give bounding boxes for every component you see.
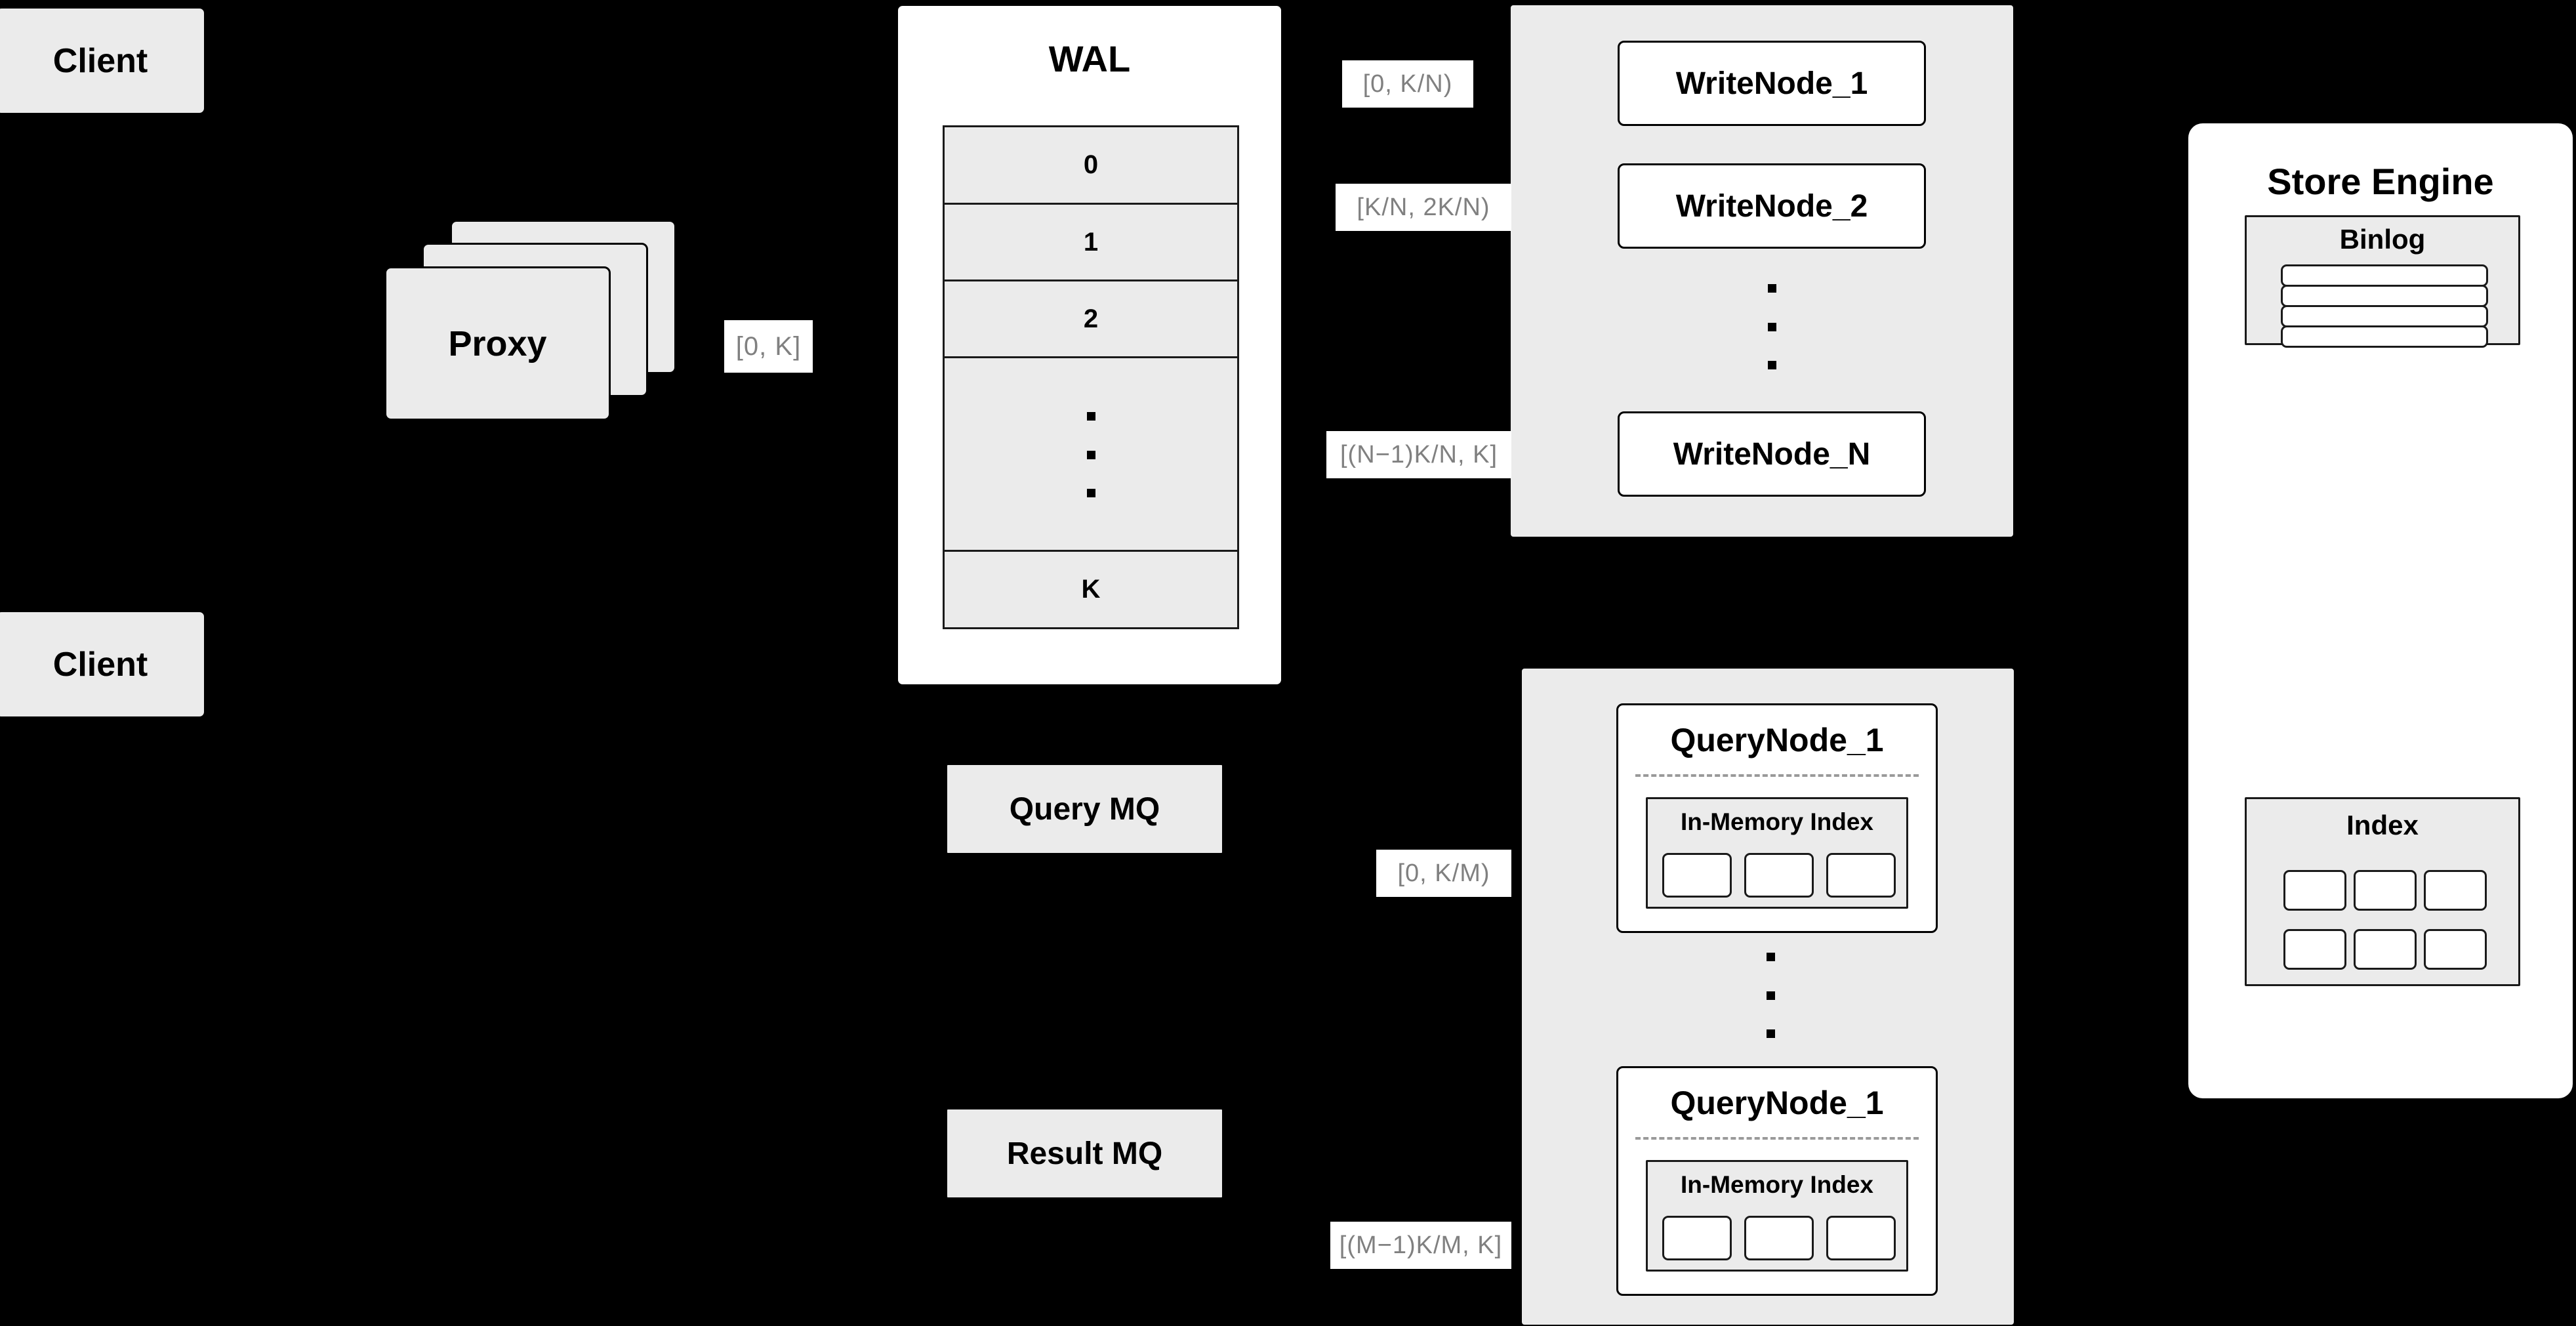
index-cell	[2283, 870, 2346, 911]
client-box-bottom[interactable]: Client	[0, 610, 206, 718]
wal-row: 2	[943, 280, 1239, 358]
memory-cell-row	[1662, 1216, 1896, 1260]
memory-cell	[1662, 1216, 1732, 1260]
in-memory-index-2: In-Memory Index	[1646, 1160, 1908, 1272]
memory-cell-row	[1662, 853, 1896, 898]
in-memory-index-title: In-Memory Index	[1681, 1171, 1873, 1198]
writenode-1-interval-label: [0, K/N)	[1342, 60, 1473, 108]
proxy-box[interactable]: Proxy	[384, 266, 611, 421]
client-box-top[interactable]: Client	[0, 7, 206, 115]
wal-row: K	[943, 550, 1239, 629]
store-engine-title: Store Engine	[2267, 161, 2494, 202]
querynode-separator	[1635, 774, 1919, 777]
memory-cell	[1826, 853, 1896, 898]
querynode-1-interval-label: [0, K/M)	[1376, 850, 1511, 897]
query-cluster-ellipsis-icon	[1766, 953, 1775, 1038]
index-cell	[2283, 929, 2346, 970]
index-panel: Index	[2245, 797, 2520, 986]
memory-cell	[1744, 1216, 1814, 1260]
binlog-panel: Binlog	[2245, 215, 2520, 348]
wal-panel: WAL 0 1 2 K	[896, 4, 1283, 686]
writenode-2-interval-label: [K/N, 2K/N)	[1336, 184, 1511, 231]
wal-title: WAL	[1048, 38, 1131, 79]
writenode-n-interval-label: [(N−1)K/N, K]	[1326, 431, 1511, 478]
querynode-title: QueryNode_1	[1670, 1085, 1884, 1121]
client-label: Client	[52, 41, 148, 80]
writenode-label: WriteNode_N	[1673, 436, 1871, 472]
index-cell	[2354, 870, 2417, 911]
index-cell	[2424, 929, 2487, 970]
index-title: Index	[2346, 810, 2419, 840]
binlog-row	[2281, 285, 2488, 307]
querynode-m-box[interactable]: QueryNode_1 In-Memory Index	[1616, 1066, 1938, 1296]
binlog-row	[2281, 305, 2488, 327]
querynode-separator	[1635, 1137, 1919, 1140]
querynode-m-interval-label: [(M−1)K/M, K]	[1330, 1222, 1511, 1269]
memory-cell	[1826, 1216, 1896, 1260]
binlog-row	[2281, 325, 2488, 348]
index-cell	[2424, 870, 2487, 911]
wal-row: 1	[943, 203, 1239, 281]
proxy-interval-label: [0, K]	[724, 320, 813, 373]
result-mq-box[interactable]: Result MQ	[945, 1108, 1224, 1199]
memory-cell	[1662, 853, 1732, 898]
index-grid	[2283, 870, 2487, 970]
writenode-2-box[interactable]: WriteNode_2	[1618, 163, 1926, 249]
binlog-row	[2281, 264, 2488, 287]
memory-cell	[1744, 853, 1814, 898]
writenode-n-box[interactable]: WriteNode_N	[1618, 411, 1926, 497]
proxy-label: Proxy	[448, 323, 547, 363]
writenode-label: WriteNode_1	[1675, 66, 1868, 101]
wal-row-ellipsis	[943, 356, 1239, 552]
binlog-title: Binlog	[2339, 224, 2426, 255]
wal-row: 0	[943, 125, 1239, 205]
write-cluster-ellipsis-icon	[1767, 284, 1776, 369]
index-row	[2283, 929, 2487, 970]
query-mq-box[interactable]: Query MQ	[945, 763, 1224, 855]
vertical-ellipsis-icon	[1087, 412, 1095, 497]
writenode-1-box[interactable]: WriteNode_1	[1618, 41, 1926, 126]
writenode-label: WriteNode_2	[1675, 188, 1868, 224]
query-mq-label: Query MQ	[1009, 791, 1160, 827]
in-memory-index-1: In-Memory Index	[1646, 797, 1908, 909]
index-row	[2283, 870, 2487, 911]
result-mq-label: Result MQ	[1006, 1136, 1163, 1171]
querynode-title: QueryNode_1	[1670, 722, 1884, 758]
binlog-rows	[2281, 264, 2488, 348]
index-cell	[2354, 929, 2417, 970]
client-label: Client	[52, 645, 148, 684]
store-engine-panel: Store Engine Binlog Index	[2188, 123, 2573, 1098]
wal-rows: 0 1 2 K	[943, 125, 1239, 629]
querynode-1-box[interactable]: QueryNode_1 In-Memory Index	[1616, 703, 1938, 933]
in-memory-index-title: In-Memory Index	[1681, 808, 1873, 835]
